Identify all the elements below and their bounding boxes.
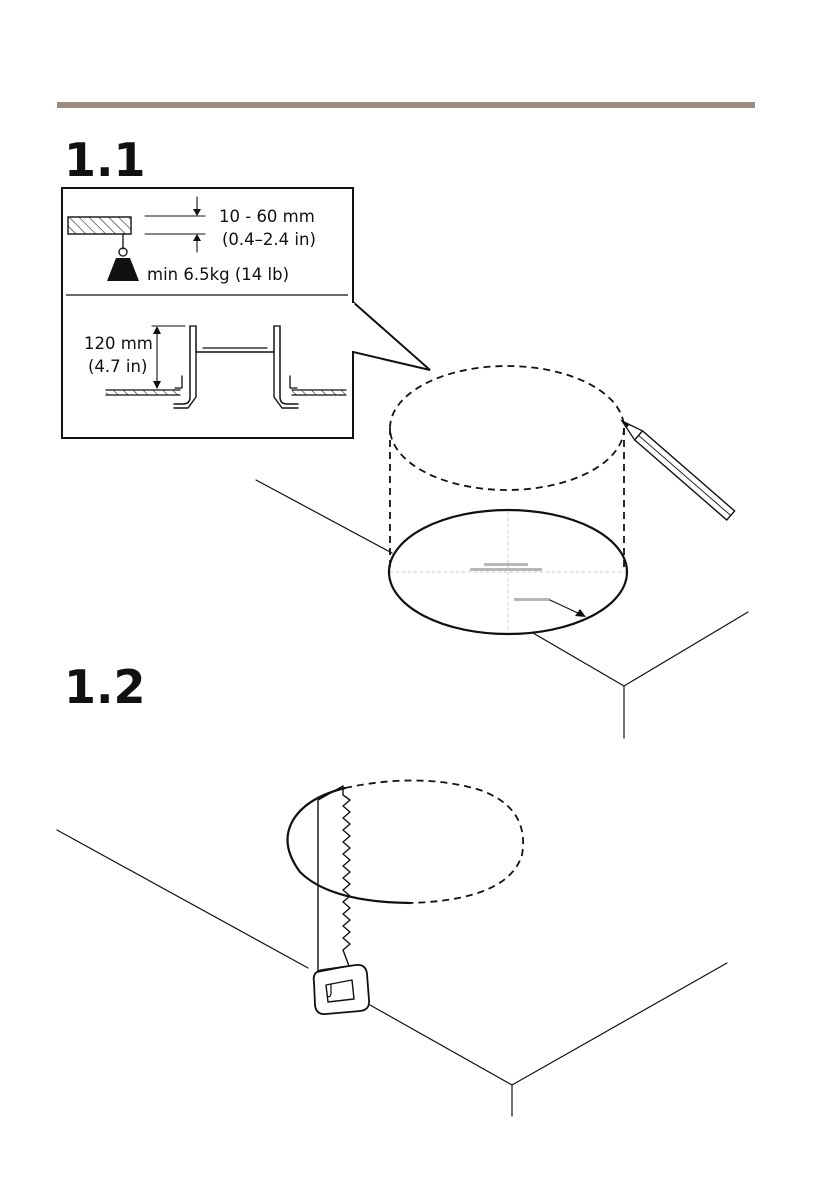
ceiling-panel-1 (256, 480, 748, 738)
step-1-2-label: 1.2 (64, 660, 146, 714)
marked-circle (389, 510, 627, 634)
projected-outline (390, 366, 624, 490)
hole-outline (288, 780, 524, 903)
depth-label: 120 mm (84, 334, 153, 353)
saw-icon (314, 786, 369, 1014)
gap-range-imperial-label: (0.4–2.4 in) (222, 230, 316, 249)
depth-imperial-label: (4.7 in) (88, 357, 147, 376)
gap-range-label: 10 - 60 mm (219, 207, 315, 226)
ceiling-panel-2 (57, 830, 727, 1116)
cut-cylinder-guide (390, 366, 624, 568)
header-rule (57, 102, 755, 108)
pencil-icon (618, 416, 735, 520)
callout-box: 10 - 60 mm (0.4–2.4 in) min 6.5kg (14 lb… (62, 188, 430, 438)
min-load-label: min 6.5kg (14 lb) (147, 265, 289, 284)
step-1-1-label: 1.1 (64, 133, 146, 187)
